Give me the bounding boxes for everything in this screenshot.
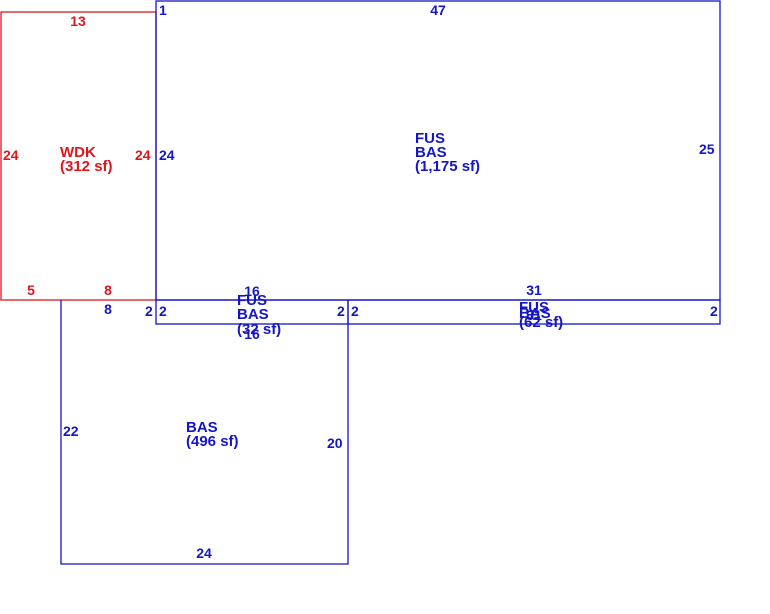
- wdk-dim-right: 24: [135, 147, 151, 163]
- main-dim-left: 24: [159, 147, 175, 163]
- bas-outline: [60, 300, 349, 565]
- strip-left-dim-left: 2: [159, 303, 167, 319]
- wdk-dim-top: 13: [70, 13, 86, 29]
- strip-right-code-2: BAS: [519, 305, 551, 322]
- wdk-area: (312 sf): [60, 158, 113, 175]
- strip-left-code-1: FUS: [237, 292, 267, 309]
- main-dim-right: 25: [699, 141, 715, 157]
- strip-outline: [155, 299, 721, 325]
- strip-right-dim-bottom: 31: [526, 307, 542, 323]
- strip-right-dim-top: 31: [526, 282, 542, 298]
- bas-dim-right: 20: [327, 435, 343, 451]
- main-code-2: BAS: [415, 144, 447, 161]
- bas-dim-bottom: 24: [196, 545, 212, 561]
- strip-left-code-2: BAS: [237, 306, 269, 323]
- wdk-dim-bottom-left: 5: [27, 282, 35, 298]
- strip-right-area: (62 sf): [519, 314, 563, 331]
- wdk-dim-bottom-right: 8: [104, 282, 112, 298]
- strip-right-code-1: FUS: [519, 299, 549, 316]
- bas-area: (496 sf): [186, 433, 239, 450]
- bas-dim-top: 8: [104, 301, 112, 317]
- wdk-dim-left: 24: [3, 147, 19, 163]
- wdk-code: WDK: [60, 144, 96, 161]
- bas-dim-left: 22: [63, 423, 79, 439]
- main-dim-corner: 1: [159, 2, 167, 18]
- strip-right-dim-right: 2: [710, 303, 718, 319]
- strip-left-dim-bottom: 16: [244, 326, 260, 342]
- main-dim-top: 47: [430, 2, 446, 18]
- bas-dim-left-small: 2: [145, 303, 153, 319]
- bas-code: BAS: [186, 419, 218, 436]
- main-code-1: FUS: [415, 130, 445, 147]
- strip-left-area: (32 sf): [237, 321, 281, 338]
- main-area: (1,175 sf): [415, 158, 480, 175]
- strip-left-dim-top: 16: [244, 283, 260, 299]
- strip-right-dim-left: 2: [351, 303, 359, 319]
- strip-left-dim-right: 2: [337, 303, 345, 319]
